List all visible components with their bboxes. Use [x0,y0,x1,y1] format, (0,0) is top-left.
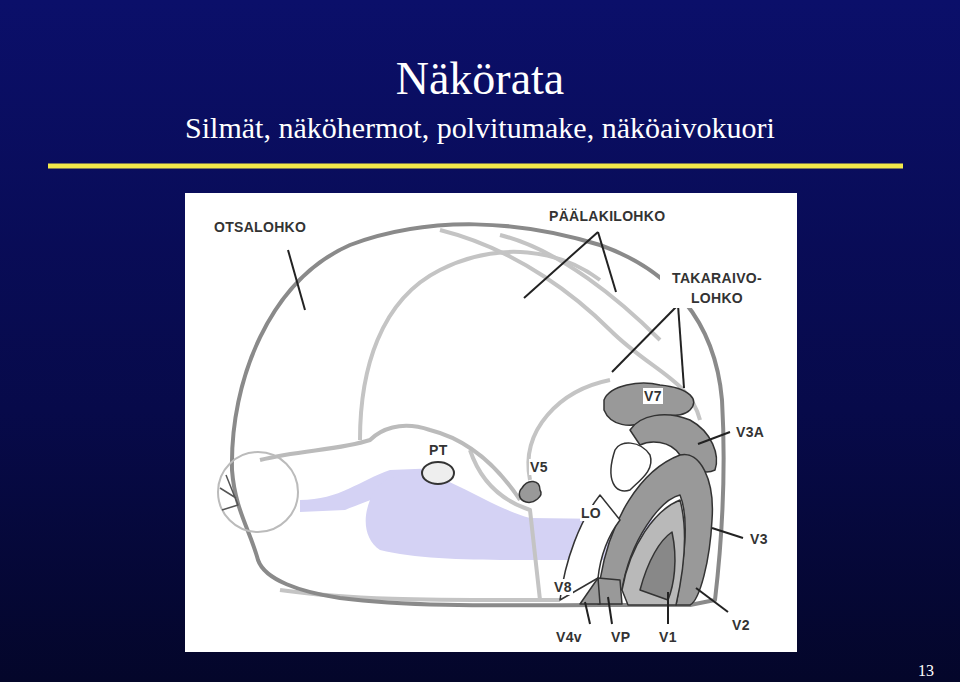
area-label: V3 [749,531,769,547]
area-label: V1 [658,629,678,645]
image-panel [185,193,797,652]
area-label: V2 [731,617,751,633]
area-label: V3A [735,424,765,440]
slide-title: Näkörata [0,52,960,105]
area-label: V4v [555,629,583,645]
area-label: LO [580,505,602,521]
slide-subtitle: Silmät, näköhermot, polvitumake, näköaiv… [0,111,960,145]
area-label: V8 [553,579,573,595]
lobe-label: PÄÄLAKILOHKO [548,208,666,224]
area-label: PT [428,442,449,458]
lobe-label: TAKARAIVO- LOHKO [660,268,774,308]
lobe-label: OTSALOHKO [213,219,307,235]
area-label: V7 [643,388,663,404]
area-label: VP [610,629,631,645]
area-label: V5 [529,459,549,475]
page-number: 13 [918,662,934,680]
